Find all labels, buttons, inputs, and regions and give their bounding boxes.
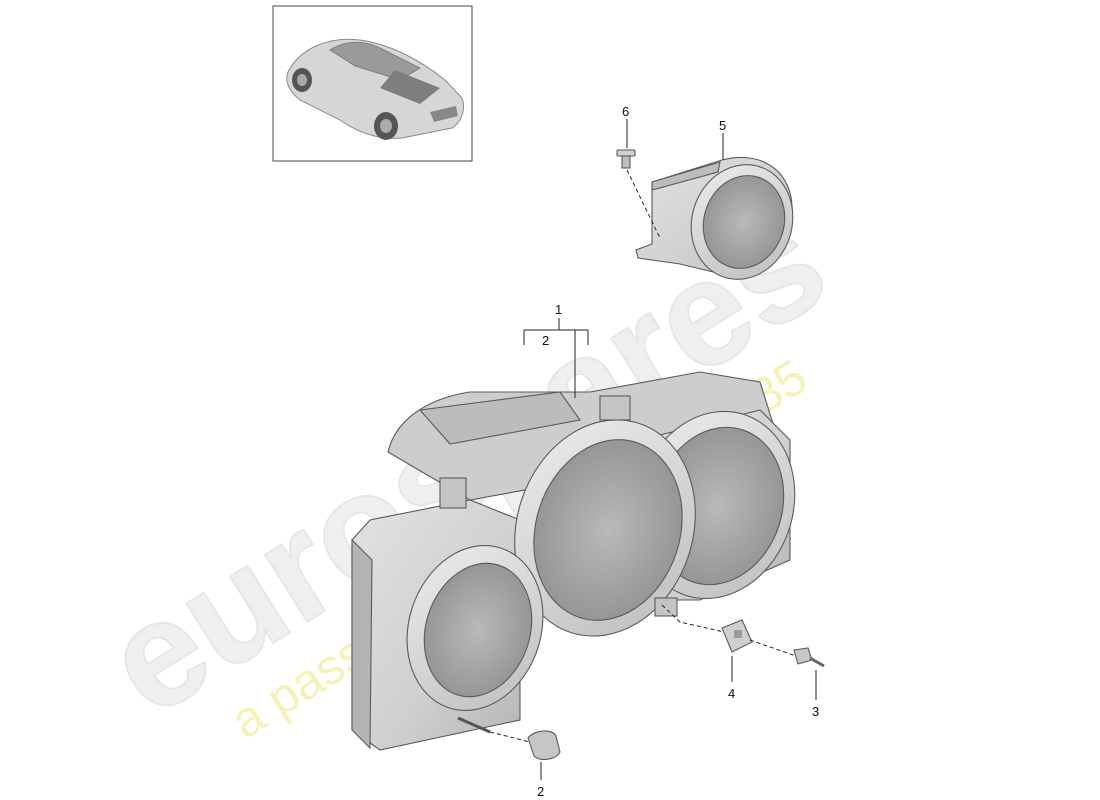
part-2-knob: [457, 716, 561, 761]
leader-3: [749, 639, 797, 657]
callout-5: 5: [719, 118, 726, 133]
leader-4: [661, 604, 725, 633]
car-thumbnail-icon: [286, 38, 465, 140]
callout-leaders: [523, 119, 817, 780]
part-5-gauge-housing: [635, 156, 794, 280]
part-3-screw: [793, 647, 825, 668]
leader-6-to-5: [626, 169, 661, 239]
callout-4: 4: [728, 686, 735, 701]
callout-6: 6: [622, 104, 629, 119]
part-4-clip: [721, 619, 753, 653]
part-6-screw: [616, 149, 636, 169]
leader-knob: [489, 731, 531, 743]
part-1-instrument-cluster: [351, 371, 796, 751]
callout-1: 1: [555, 302, 562, 317]
callout-3: 3: [812, 704, 819, 719]
car-thumbnail: [272, 5, 473, 162]
callout-2-bottom: 2: [537, 784, 544, 799]
callout-2-top: 2: [542, 333, 549, 348]
